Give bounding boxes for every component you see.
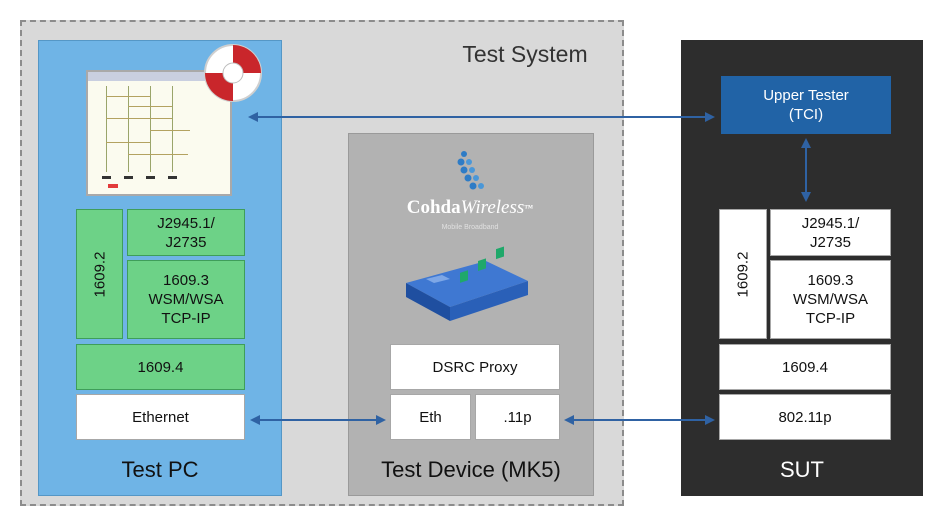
pc-1609-2-layer: 1609.2 (76, 209, 123, 339)
test-pc-label: Test PC (121, 457, 199, 482)
screenshot-titlebar (88, 72, 230, 81)
message-line (128, 106, 172, 107)
message-line (128, 154, 188, 155)
lifeline-end (102, 176, 111, 179)
test-device-label: Test Device (MK5) (381, 457, 561, 482)
dsrc-proxy-layer: DSRC Proxy (390, 344, 560, 390)
message-line (106, 142, 150, 143)
lifeline (172, 86, 173, 172)
device-eth-layer: Eth (390, 394, 471, 440)
sut-j2945-layer: J2945.1/ J2735 (770, 209, 891, 256)
trademark-mark: ™ (524, 203, 534, 213)
sut-label: SUT (780, 457, 824, 482)
lifeline-end (168, 176, 177, 179)
lifeline (150, 86, 151, 172)
sut-1609-4-layer: 1609.4 (719, 344, 891, 390)
cohda-wordmark-main: Cohda (406, 197, 461, 218)
cohda-logo-icon (457, 151, 484, 190)
lifeline-end (124, 176, 133, 179)
sut-1609-3-layer: 1609.3 WSM/WSA TCP-IP (770, 260, 891, 339)
test-system-title: Test System (462, 40, 588, 67)
pc-1609-3-layer: 1609.3 WSM/WSA TCP-IP (127, 260, 245, 339)
device-11p-layer: .11p (475, 394, 560, 440)
status-marker (108, 184, 118, 188)
message-line (150, 130, 190, 131)
pc-j2945-layer: J2945.1/ J2735 (127, 209, 245, 256)
sut-1609-2-layer: 1609.2 (719, 209, 767, 339)
pc-ethernet-layer: Ethernet (76, 394, 245, 440)
message-line (106, 118, 172, 119)
cohda-tagline: Mobile Broadband (441, 223, 499, 231)
lifeline (106, 86, 107, 172)
sequence-chart-screenshot (86, 70, 232, 196)
lifeline-end (146, 176, 155, 179)
lifebuoy-icon (204, 44, 262, 102)
message-line (106, 96, 150, 97)
sut-80211p-layer: 802.11p (719, 394, 891, 440)
cohda-wordmark-accent: Wireless (460, 197, 525, 218)
mk5-device-icon (406, 246, 528, 321)
upper-tester-box: Upper Tester (TCI) (721, 76, 891, 134)
pc-1609-4-layer: 1609.4 (76, 344, 245, 390)
lifeline (128, 86, 129, 172)
